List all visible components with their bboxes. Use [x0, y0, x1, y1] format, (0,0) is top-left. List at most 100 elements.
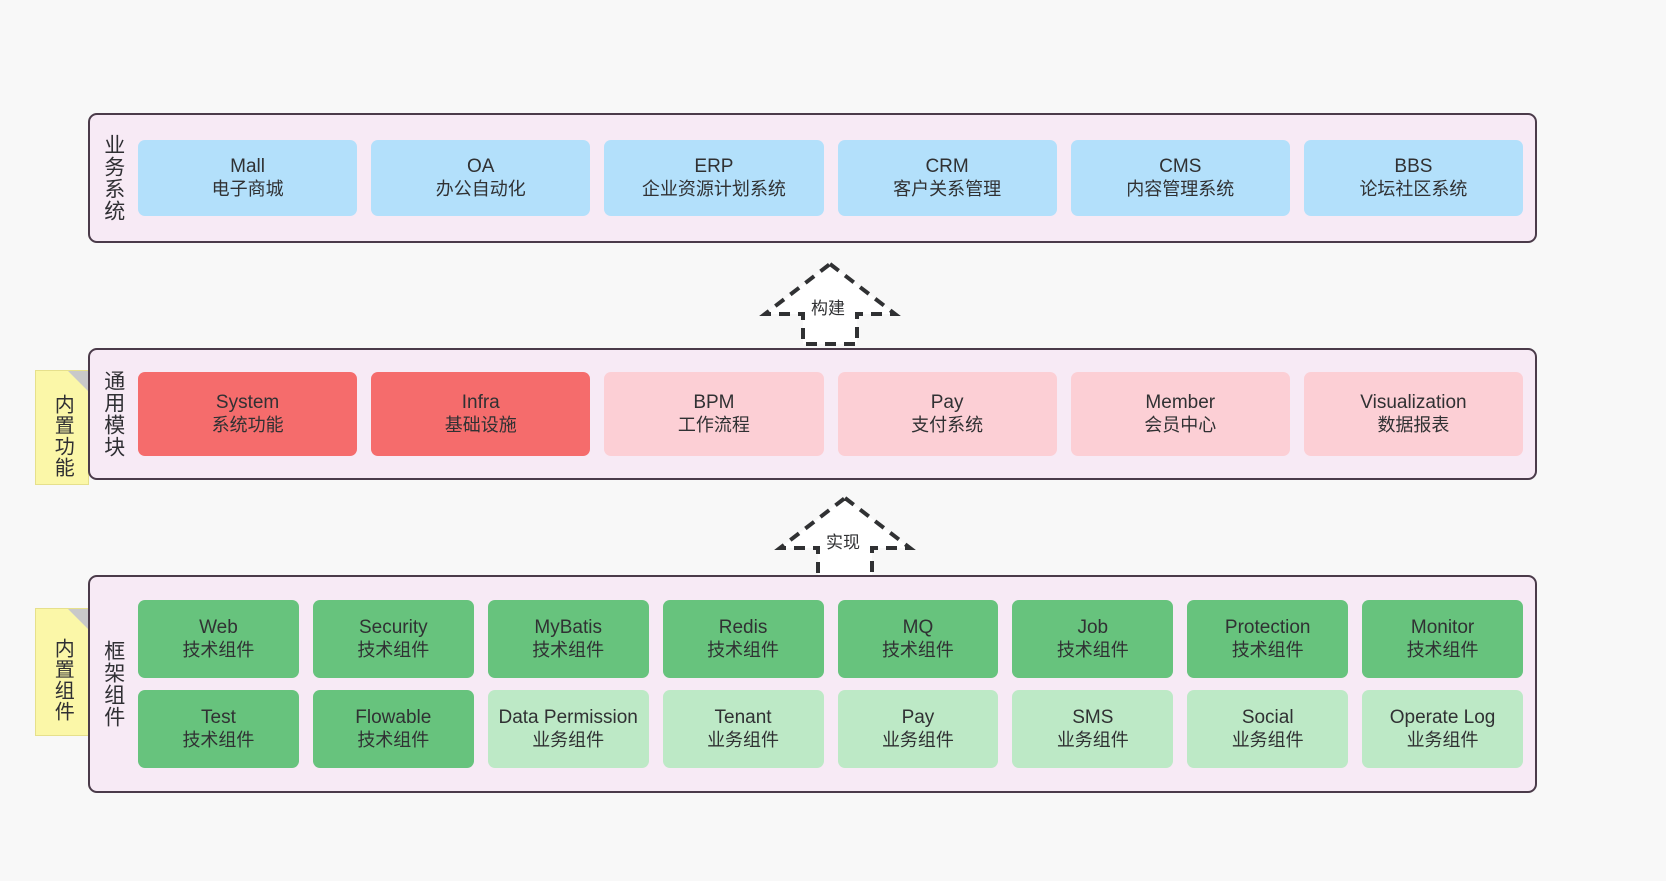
card-visualization[interactable]: Visualization 数据报表 — [1303, 372, 1524, 456]
card-subtitle: 技术组件 — [532, 639, 605, 660]
card-title: Redis — [718, 617, 768, 639]
card-title: Infra — [461, 392, 500, 414]
card-subtitle: 技术组件 — [881, 639, 954, 660]
sticky-note-label: 内置组件 — [51, 638, 74, 722]
card-title: System — [215, 392, 280, 414]
connector-implement: 实现 — [770, 492, 920, 582]
card-data-permission[interactable]: Data Permission 业务组件 — [487, 690, 649, 768]
card-pay-component[interactable]: Pay 业务组件 — [837, 690, 999, 768]
layer-label-common-module: 通用模块 — [101, 370, 125, 458]
card-oa[interactable]: OA 办公自动化 — [371, 140, 591, 216]
connector-build-label: 构建 — [811, 299, 845, 318]
card-subtitle: 基础设施 — [444, 414, 517, 435]
folded-corner-icon — [68, 609, 88, 629]
card-title: BPM — [693, 392, 735, 414]
card-subtitle: 数据报表 — [1377, 414, 1450, 435]
card-title: Member — [1145, 392, 1216, 414]
layer-panel-common-module: 通用模块 System 系统功能 Infra 基础设施 BPM 工作流程 Pay… — [88, 348, 1537, 480]
card-title: Mall — [230, 156, 265, 178]
card-subtitle: 企业资源计划系统 — [641, 178, 786, 199]
card-subtitle: 电子商城 — [211, 178, 284, 199]
card-title: Data Permission — [498, 707, 638, 729]
card-title: Pay — [901, 707, 935, 729]
card-subtitle: 业务组件 — [1056, 729, 1129, 750]
common-module-card-row: System 系统功能 Infra 基础设施 BPM 工作流程 Pay 支付系统… — [136, 350, 1535, 478]
card-subtitle: 论坛社区系统 — [1359, 178, 1468, 199]
card-sms[interactable]: SMS 业务组件 — [1012, 690, 1174, 768]
sticky-note-builtin-function: 内置功能 — [35, 370, 89, 485]
card-title: Security — [358, 617, 428, 639]
card-title: Web — [199, 617, 238, 639]
card-subtitle: 系统功能 — [211, 414, 284, 435]
layer-panel-business: 业务系统 Mall 电子商城 OA 办公自动化 ERP 企业资源计划系统 CRM… — [88, 113, 1537, 243]
card-title: ERP — [694, 156, 734, 178]
card-test[interactable]: Test 技术组件 — [138, 690, 299, 768]
card-flowable[interactable]: Flowable 技术组件 — [312, 690, 474, 768]
card-title: SMS — [1072, 707, 1114, 729]
card-member[interactable]: Member 会员中心 — [1070, 372, 1290, 456]
card-subtitle: 业务组件 — [1406, 729, 1479, 750]
folded-corner-icon — [68, 371, 88, 391]
card-mybatis[interactable]: MyBatis 技术组件 — [487, 600, 649, 678]
layer-label-framework: 框架组件 — [101, 640, 125, 728]
card-subtitle: 业务组件 — [881, 729, 954, 750]
layer-label-business: 业务系统 — [101, 134, 125, 222]
build-arrow-icon — [759, 261, 901, 346]
connector-build: 构建 — [755, 258, 905, 348]
card-subtitle: 技术组件 — [357, 729, 430, 750]
card-monitor[interactable]: Monitor 技术组件 — [1362, 600, 1523, 678]
card-security[interactable]: Security 技术组件 — [312, 600, 474, 678]
sticky-note-builtin-component: 内置组件 — [35, 608, 89, 736]
card-title: Protection — [1224, 617, 1311, 639]
card-erp[interactable]: ERP 企业资源计划系统 — [604, 140, 824, 216]
card-pay[interactable]: Pay 支付系统 — [837, 372, 1057, 456]
layer-panel-framework: 框架组件 Web 技术组件 Security 技术组件 MyBatis 技术组件… — [88, 575, 1537, 793]
framework-business-row: Test 技术组件 Flowable 技术组件 Data Permission … — [138, 690, 1523, 768]
card-title: Tenant — [714, 707, 772, 729]
card-job[interactable]: Job 技术组件 — [1012, 600, 1174, 678]
card-operate-log[interactable]: Operate Log 业务组件 — [1362, 690, 1523, 768]
card-bbs[interactable]: BBS 论坛社区系统 — [1303, 140, 1524, 216]
card-mq[interactable]: MQ 技术组件 — [837, 600, 999, 678]
card-subtitle: 工作流程 — [677, 414, 750, 435]
framework-card-grid: Web 技术组件 Security 技术组件 MyBatis 技术组件 Redi… — [136, 577, 1535, 791]
card-subtitle: 内容管理系统 — [1126, 178, 1235, 199]
card-cms[interactable]: CMS 内容管理系统 — [1070, 140, 1290, 216]
card-title: CRM — [925, 156, 969, 178]
card-subtitle: 业务组件 — [1231, 729, 1304, 750]
card-bpm[interactable]: BPM 工作流程 — [604, 372, 824, 456]
card-title: Job — [1077, 617, 1109, 639]
card-subtitle: 技术组件 — [1056, 639, 1129, 660]
card-social[interactable]: Social 业务组件 — [1187, 690, 1349, 768]
card-redis[interactable]: Redis 技术组件 — [662, 600, 824, 678]
card-subtitle: 业务组件 — [532, 729, 605, 750]
card-subtitle: 技术组件 — [1406, 639, 1479, 660]
sticky-note-label: 内置功能 — [51, 393, 74, 478]
card-title: Social — [1241, 707, 1294, 729]
card-infra[interactable]: Infra 基础设施 — [371, 372, 591, 456]
card-title: BBS — [1394, 156, 1433, 178]
card-title: Operate Log — [1389, 707, 1496, 729]
card-title: MQ — [902, 617, 934, 639]
card-tenant[interactable]: Tenant 业务组件 — [662, 690, 824, 768]
card-title: CMS — [1159, 156, 1202, 178]
connector-implement-label: 实现 — [826, 533, 860, 552]
card-crm[interactable]: CRM 客户关系管理 — [837, 140, 1057, 216]
card-subtitle: 技术组件 — [182, 729, 255, 750]
framework-tech-row: Web 技术组件 Security 技术组件 MyBatis 技术组件 Redi… — [138, 600, 1523, 678]
card-title: Flowable — [355, 707, 432, 729]
business-card-row: Mall 电子商城 OA 办公自动化 ERP 企业资源计划系统 CRM 客户关系… — [136, 115, 1535, 241]
card-subtitle: 客户关系管理 — [893, 178, 1002, 199]
card-title: MyBatis — [534, 617, 602, 639]
card-title: Monitor — [1410, 617, 1475, 639]
card-title: Pay — [930, 392, 964, 414]
card-subtitle: 业务组件 — [707, 729, 780, 750]
card-subtitle: 办公自动化 — [435, 178, 526, 199]
card-mall[interactable]: Mall 电子商城 — [138, 140, 358, 216]
card-system[interactable]: System 系统功能 — [138, 372, 358, 456]
card-protection[interactable]: Protection 技术组件 — [1187, 600, 1349, 678]
card-title: Test — [201, 707, 236, 729]
card-web[interactable]: Web 技术组件 — [138, 600, 299, 678]
card-subtitle: 技术组件 — [182, 639, 255, 660]
